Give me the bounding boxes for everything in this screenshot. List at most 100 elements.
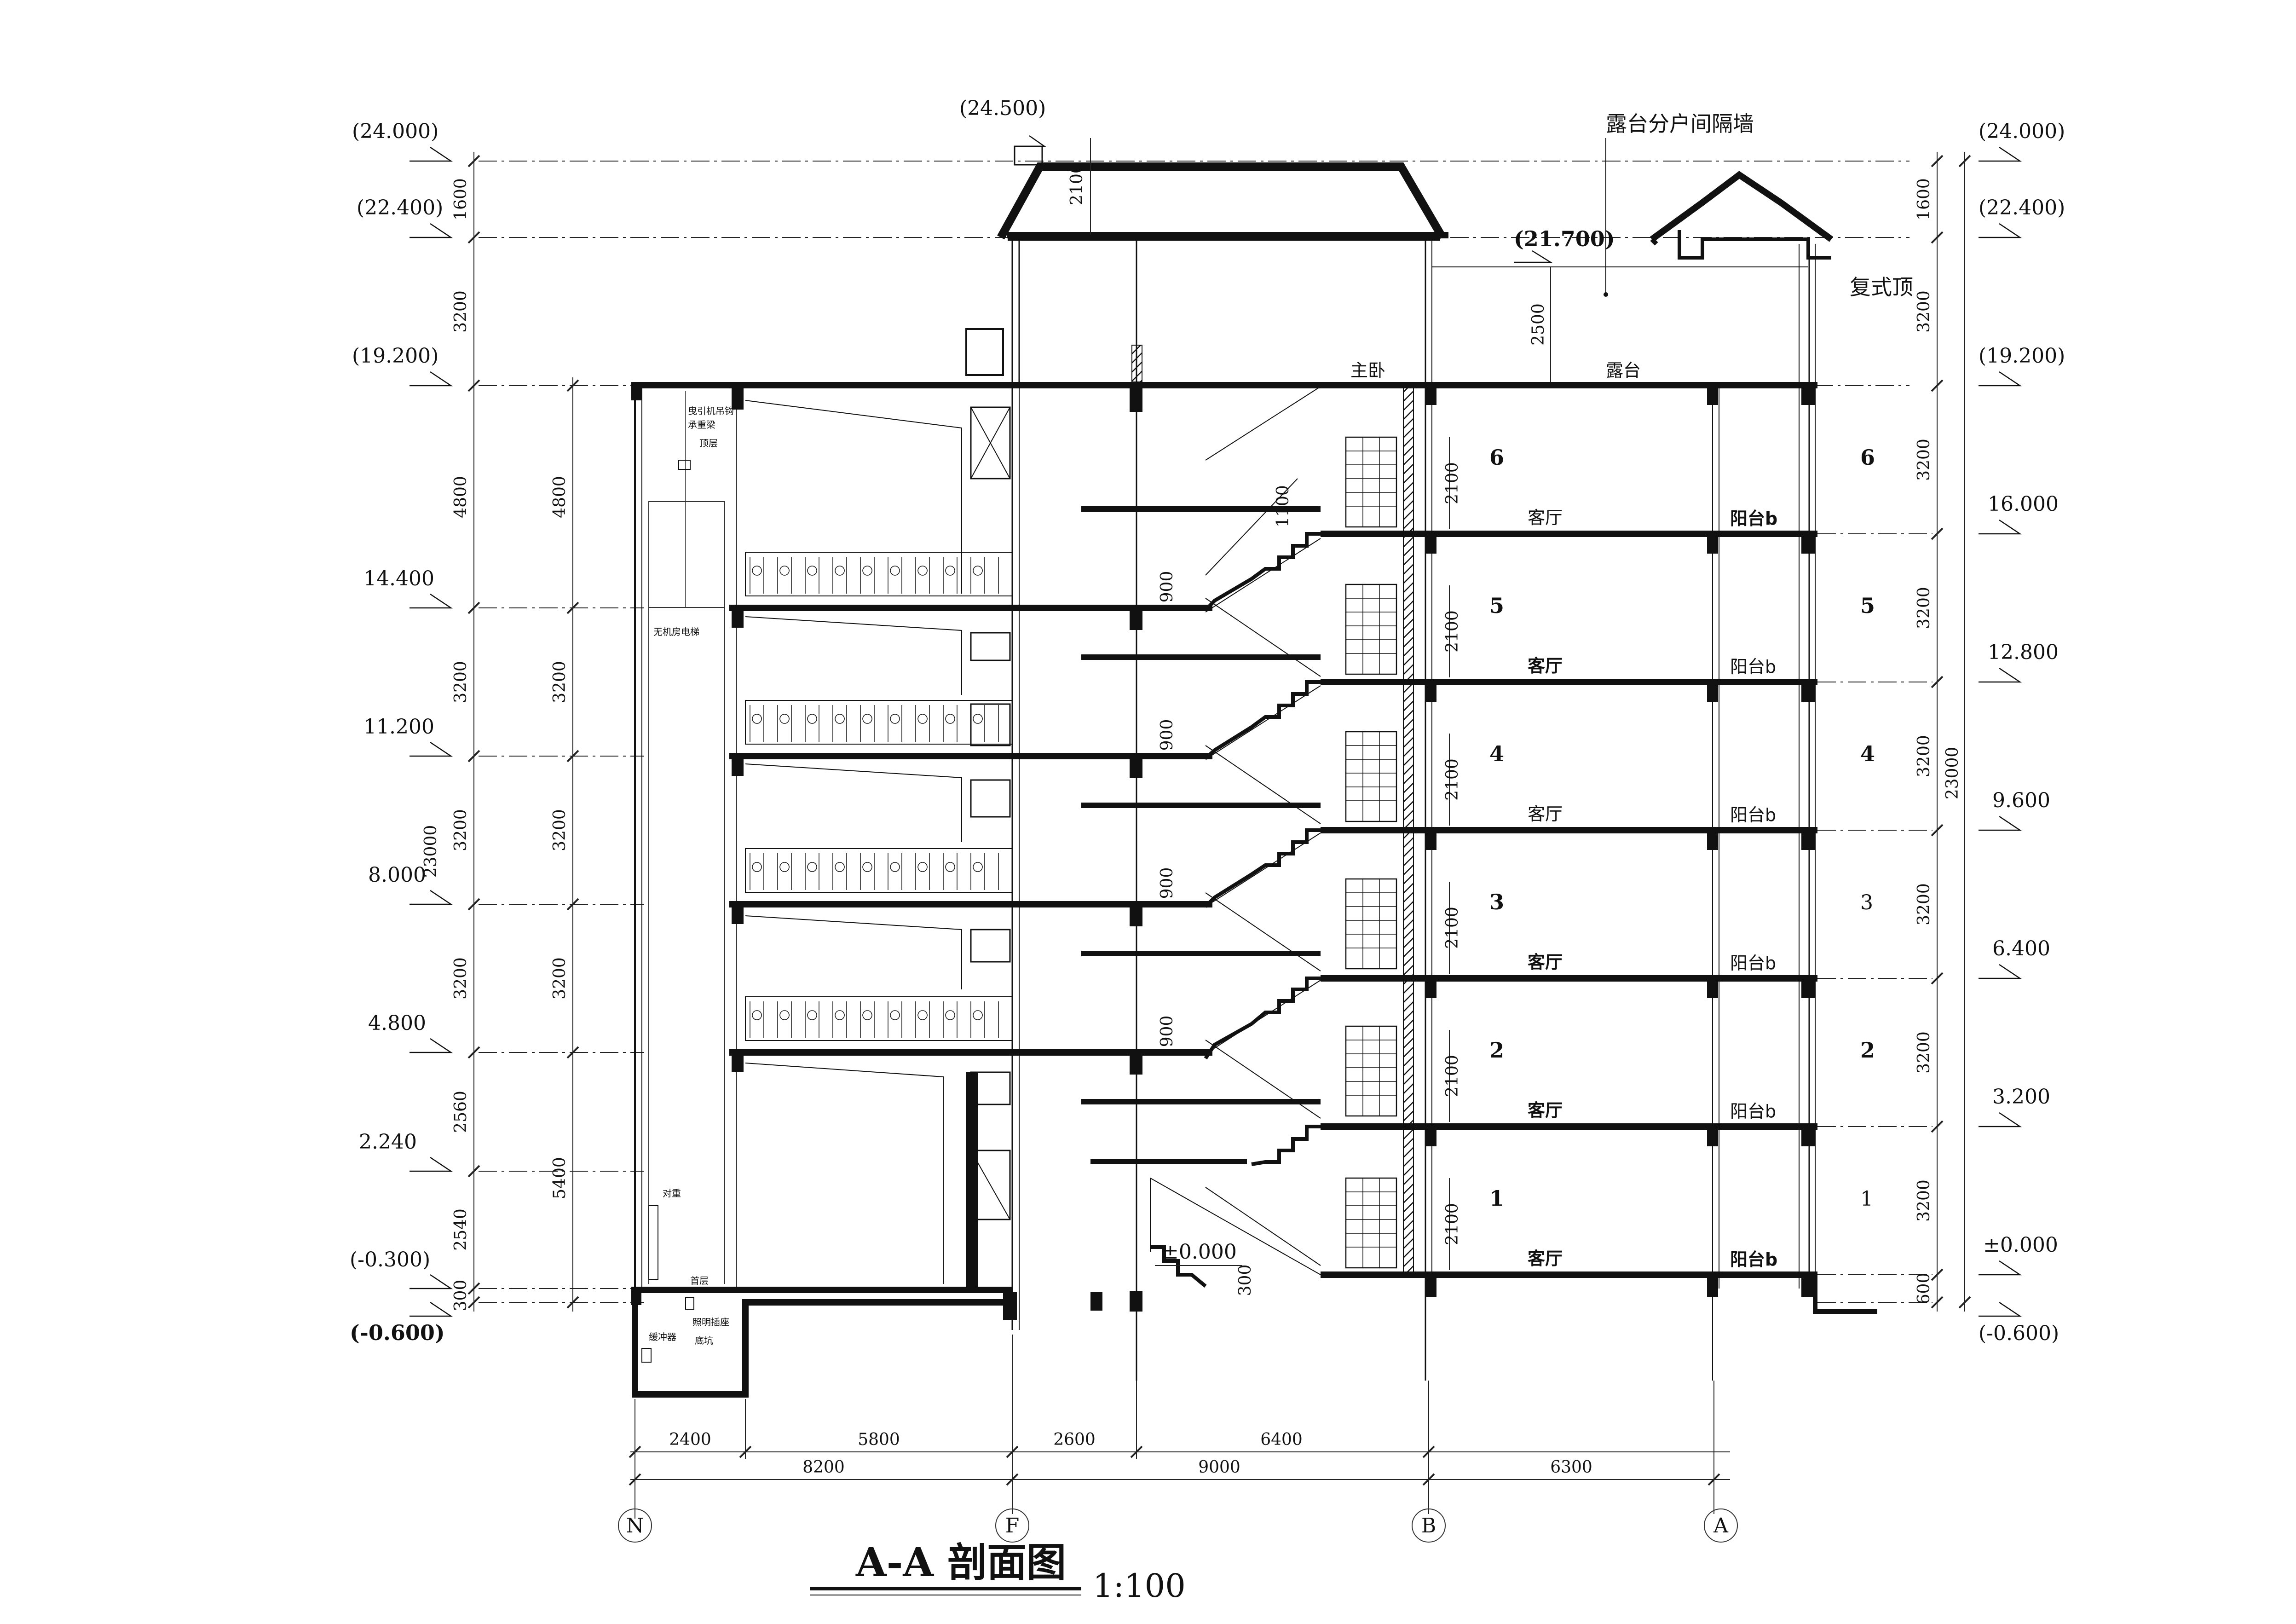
railing-dims: 1100 900 900 900 900 300 ±0.000 bbox=[1155, 485, 1292, 1296]
dim-right-600: 600 bbox=[1915, 1273, 1933, 1305]
room-living-2: 客厅 bbox=[1528, 1100, 1563, 1121]
roof bbox=[965, 145, 1834, 387]
dim-left-3200d: 3200 bbox=[451, 957, 470, 1000]
walls bbox=[634, 237, 1816, 1390]
dim-right-3200b: 3200 bbox=[1915, 439, 1933, 481]
floor-slabs bbox=[635, 232, 1817, 1293]
rail-dim-900c: 900 bbox=[1158, 867, 1177, 899]
dim-left-1600: 1600 bbox=[451, 178, 470, 220]
elev-right-19200: (19.200) bbox=[1979, 344, 2065, 368]
label-bearing-beam: 承重梁 bbox=[688, 419, 715, 430]
dim-right-3200e: 3200 bbox=[1915, 883, 1933, 925]
elev-right-24000: (24.000) bbox=[1979, 120, 2065, 143]
rail-dim-300: 300 bbox=[1236, 1265, 1255, 1296]
bottom-dimension-lines bbox=[629, 1335, 1730, 1519]
rail-dim-900b: 900 bbox=[1158, 719, 1177, 751]
floor-right-6: 6 bbox=[1860, 445, 1875, 470]
room-terrace: 露台 bbox=[1606, 360, 1641, 381]
window-dim-4: 2100 bbox=[1443, 758, 1462, 801]
axis-b: B bbox=[1421, 1514, 1436, 1537]
hatched-column bbox=[1131, 345, 1414, 1275]
elev-left-minus0300: (-0.300) bbox=[350, 1248, 430, 1271]
elevation-markers bbox=[410, 135, 2022, 1317]
elev-right-9600: 9.600 bbox=[1992, 789, 2050, 812]
floor-mid-1: 1 bbox=[1489, 1186, 1504, 1211]
terrace-roof-elevation: (21.700) bbox=[1514, 226, 1615, 251]
floor-right-5: 5 bbox=[1860, 593, 1875, 618]
room-balcony-5: 阳台b bbox=[1730, 657, 1776, 677]
dim-left-2540: 2540 bbox=[451, 1208, 470, 1251]
duplex-roof-label: 复式顶 bbox=[1850, 275, 1913, 300]
rail-dim-900a: 900 bbox=[1158, 571, 1177, 603]
bottom-dim-6300: 6300 bbox=[1550, 1458, 1592, 1477]
dim-right-3200g: 3200 bbox=[1915, 1179, 1933, 1222]
elev-left-2240: 2.240 bbox=[359, 1130, 417, 1154]
dim-chimney-2100: 2100 bbox=[1067, 163, 1086, 205]
elev-left-24000: (24.000) bbox=[352, 120, 438, 143]
floor-right-3: 3 bbox=[1860, 891, 1873, 914]
beam-stubs bbox=[631, 382, 1815, 1320]
elev-right-6400: 6.400 bbox=[1992, 937, 2050, 960]
dim-left-300: 300 bbox=[451, 1280, 470, 1312]
room-master-bedroom: 主卧 bbox=[1350, 360, 1385, 381]
dim-right-3200d: 3200 bbox=[1915, 735, 1933, 777]
label-light-socket: 照明插座 bbox=[692, 1317, 729, 1328]
elev-left-8000: 8.000 bbox=[368, 863, 426, 887]
elev-right-minus0600: (-0.600) bbox=[1979, 1322, 2059, 1345]
floor-right-4: 4 bbox=[1860, 741, 1875, 766]
elev-left-14400: 14.400 bbox=[363, 567, 434, 590]
right-dimension-lines bbox=[1931, 152, 1971, 1312]
dim-left-total: 23000 bbox=[421, 825, 440, 878]
elev-left-minus0600: (-0.600) bbox=[350, 1320, 445, 1345]
label-first-floor: 首层 bbox=[690, 1275, 709, 1286]
elev-right-22400: (22.400) bbox=[1979, 196, 2065, 220]
room-balcony-6: 阳台b bbox=[1730, 509, 1777, 529]
axis-bubbles: N F B A bbox=[618, 1508, 1738, 1543]
bottom-dim-2600: 2600 bbox=[1053, 1430, 1096, 1449]
floor-mid-5: 5 bbox=[1489, 593, 1504, 618]
elev-left-11200: 11.200 bbox=[363, 715, 434, 739]
title-block: A-A 剖面图 1:100 bbox=[810, 1539, 1186, 1605]
bottom-dimension-numbers: 2400 5800 2600 6400 8200 9000 6300 bbox=[669, 1430, 1592, 1477]
elev-right-3200: 3.200 bbox=[1992, 1085, 2050, 1109]
floor-mid-6: 6 bbox=[1489, 445, 1504, 470]
dim-right-1600: 1600 bbox=[1915, 178, 1933, 220]
window-dim-2: 2100 bbox=[1443, 1055, 1462, 1097]
drawing-title: A-A 剖面图 bbox=[855, 1539, 1066, 1586]
elev-right-0000: ±0.000 bbox=[1983, 1233, 2058, 1257]
elev-right-16000: 16.000 bbox=[1988, 492, 2059, 516]
label-buffer: 缓冲器 bbox=[649, 1331, 676, 1342]
bottom-dim-6400: 6400 bbox=[1260, 1430, 1303, 1449]
elevator-labels: 曳引机吊钩 承重梁 顶层 无机房电梯 对重 首层 缓冲器 底坑 照明插座 bbox=[649, 405, 734, 1346]
left-windows bbox=[970, 406, 1011, 1220]
right-dimension-numbers: 1600 3200 3200 3200 3200 3200 3200 3200 … bbox=[1915, 178, 1962, 1304]
window-dim-5: 2100 bbox=[1443, 610, 1462, 653]
right-elevation-labels: (24.000) (22.400) (19.200) 16.000 12.800… bbox=[1979, 120, 2065, 1345]
room-living-3: 客厅 bbox=[1528, 952, 1563, 972]
label-top-floor: 顶层 bbox=[699, 438, 718, 449]
dim-right-total: 23000 bbox=[1943, 747, 1962, 800]
room-balcony-2: 阳台b bbox=[1730, 1101, 1776, 1121]
ground bbox=[1808, 1275, 1877, 1314]
bottom-dim-2400: 2400 bbox=[669, 1430, 711, 1449]
stairs bbox=[1150, 386, 1321, 1288]
floor-right-1: 1 bbox=[1860, 1187, 1873, 1211]
label-traction-hook: 曳引机吊钩 bbox=[688, 405, 734, 416]
floor-mid-2: 2 bbox=[1489, 1038, 1504, 1063]
room-living-1: 客厅 bbox=[1528, 1248, 1563, 1269]
axis-f: F bbox=[1005, 1514, 1020, 1537]
left-elevation-labels: (24.000) (22.400) (19.200) 14.400 11.200… bbox=[350, 120, 445, 1345]
window-dim-3: 2100 bbox=[1443, 907, 1462, 949]
room-labels: 主卧 露台 客厅 客厅 客厅 客厅 客厅 客厅 阳台b 阳台b 阳台b 阳台b … bbox=[1350, 360, 1777, 1270]
dim-left-2560: 2560 bbox=[451, 1091, 470, 1133]
dim-terrace-2500: 2500 bbox=[1529, 303, 1548, 346]
floor-right-2: 2 bbox=[1860, 1038, 1875, 1063]
dim-left-3200a: 3200 bbox=[451, 290, 470, 333]
room-balcony-1: 阳台b bbox=[1730, 1249, 1777, 1270]
label-counterweight: 对重 bbox=[663, 1188, 681, 1199]
ground-level-label: ±0.000 bbox=[1162, 1240, 1237, 1264]
room-living-4: 客厅 bbox=[1528, 804, 1563, 824]
left-dimension-numbers: 1600 3200 4800 3200 3200 3200 2560 2540 … bbox=[421, 178, 569, 1311]
chimney-elevation: (24.500) bbox=[959, 97, 1046, 120]
